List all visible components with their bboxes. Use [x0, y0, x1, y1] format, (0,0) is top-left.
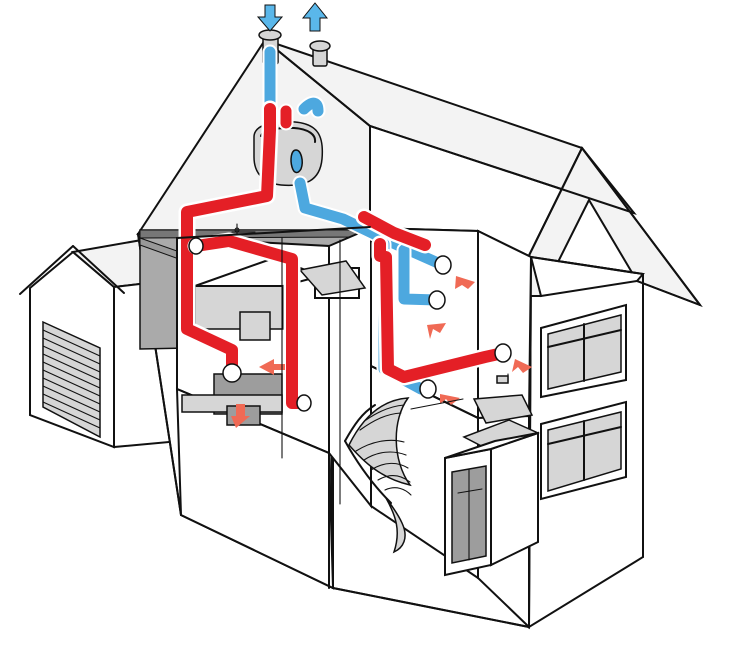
airflow-arrows: [231, 2, 532, 428]
hood: [239, 311, 271, 341]
staircase: [344, 397, 412, 554]
blue-exhaust-arrow-icon: [301, 2, 329, 32]
red-air-arrow-icon: [259, 359, 285, 375]
red-air-arrow-icon: [440, 394, 460, 405]
blue-intake-arrow-icon: [256, 4, 284, 32]
red-air-arrow-icon: [455, 276, 475, 289]
duct-endcaps: [188, 237, 512, 412]
detail-lines: [176, 223, 509, 505]
red-air-arrow-icon: [427, 323, 446, 339]
windows: [540, 303, 627, 501]
outdoor-bench: [444, 394, 540, 577]
red-air-arrow-icon: [512, 359, 532, 373]
red-air-arrow-icon: [231, 404, 250, 428]
extract-air-ducts: [178, 100, 512, 412]
